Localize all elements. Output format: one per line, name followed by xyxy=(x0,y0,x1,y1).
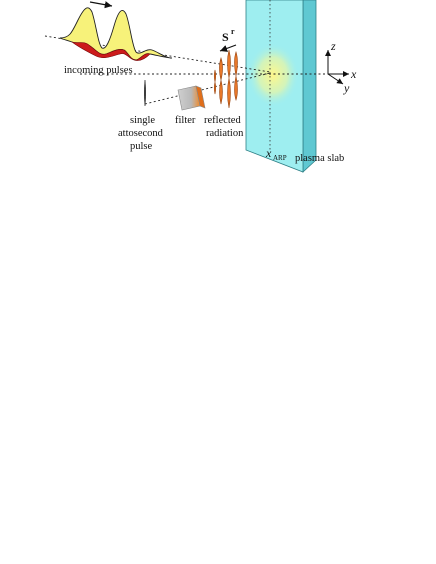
axis-y-label: y xyxy=(343,81,350,95)
reflected-spike-small xyxy=(213,69,217,95)
filter-label: filter xyxy=(175,115,196,126)
axis-x-label: x xyxy=(350,67,357,81)
filter xyxy=(177,85,206,111)
coordinate-axes xyxy=(325,50,349,85)
plasma-slab-label: plasma slab xyxy=(295,153,344,164)
reflected-radiation xyxy=(213,49,238,109)
filter-edge xyxy=(195,85,206,109)
sr-superscript: r xyxy=(231,27,235,36)
incoming-pulses-label: incoming pulses xyxy=(64,65,133,76)
incoming-pulse-red xyxy=(71,41,151,61)
attosecond-pulse xyxy=(144,79,146,107)
focal-glow xyxy=(247,43,299,107)
plasma-slab xyxy=(245,0,317,173)
reflected-label: reflected xyxy=(204,115,241,126)
radiation-label: radiation xyxy=(206,128,244,139)
attosecond-label: attosecond xyxy=(118,128,164,139)
poynting-arrow xyxy=(219,44,237,52)
reflected-axis-line xyxy=(144,72,271,105)
incoming-direction-arrow xyxy=(89,1,113,9)
axis-y-arrow xyxy=(327,73,344,85)
sr-label: S xyxy=(222,30,229,44)
xarp-subscript: ARP xyxy=(273,154,287,162)
incoming-pulse xyxy=(59,1,173,61)
reflected-spike xyxy=(227,49,231,109)
axis-z-label: z xyxy=(330,39,336,53)
pulse-label: pulse xyxy=(130,141,153,152)
xarp-label: x xyxy=(265,146,272,160)
plasma-slab-side xyxy=(302,0,317,173)
reflected-spike xyxy=(219,57,223,105)
single-label: single xyxy=(130,115,155,126)
reflected-spike xyxy=(234,51,238,101)
